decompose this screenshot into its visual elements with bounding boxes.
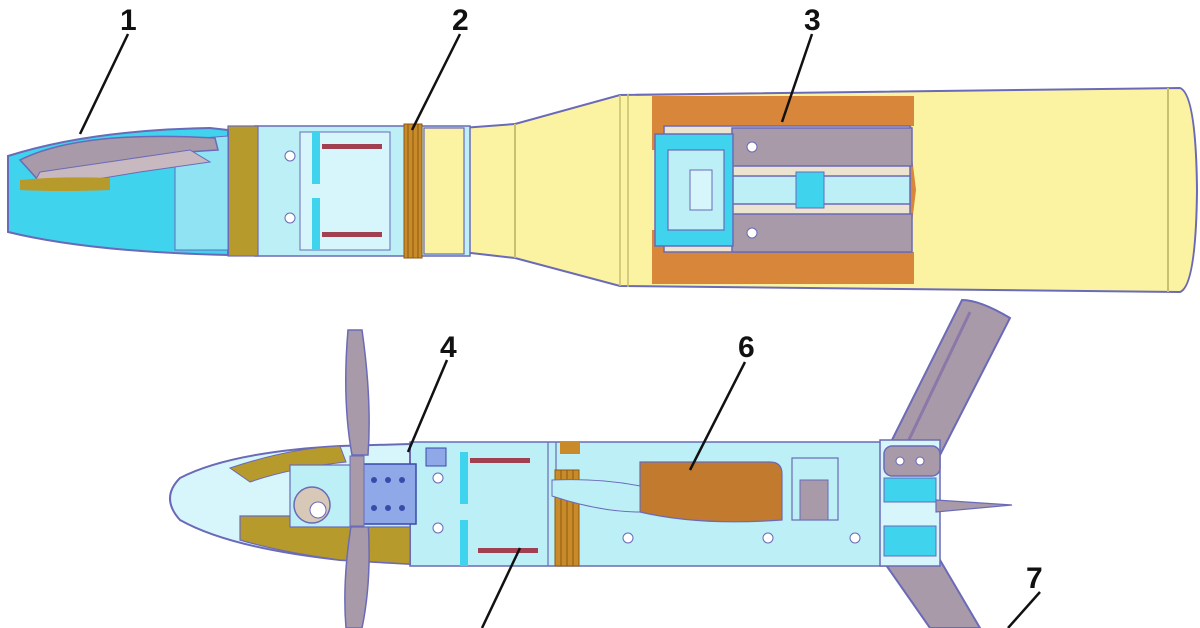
projectile-in-flight bbox=[169, 298, 1013, 628]
leader-6 bbox=[688, 361, 747, 471]
tail-fin-upper bbox=[886, 298, 1012, 457]
stowed-tail-unit bbox=[654, 127, 913, 253]
screw-top bbox=[284, 150, 296, 162]
projectile-nose bbox=[7, 125, 259, 257]
flight-screw-2 bbox=[432, 522, 444, 534]
tail-fin-lower bbox=[884, 558, 982, 628]
case-mouth-line bbox=[619, 94, 629, 287]
blue-strip-upper bbox=[312, 132, 320, 184]
flight-tail-block-inner bbox=[799, 479, 829, 521]
flight-screw-1 bbox=[432, 472, 444, 484]
servo-fitting bbox=[425, 447, 447, 467]
fin-hinge-pin-1 bbox=[895, 456, 905, 466]
flight-wing-slot-upper bbox=[470, 458, 530, 463]
label-1: 1 bbox=[120, 4, 137, 37]
label-3: 3 bbox=[804, 4, 821, 37]
tail-connector bbox=[795, 171, 825, 209]
leader-4 bbox=[406, 359, 449, 453]
projectile-body bbox=[254, 123, 471, 259]
leader-1 bbox=[78, 33, 130, 135]
tracer-spike bbox=[935, 499, 1013, 513]
flight-tail-cyan-upper bbox=[883, 477, 937, 503]
stowed-fin-upper bbox=[731, 127, 913, 167]
canard-servo bbox=[289, 447, 447, 528]
nose-ring bbox=[227, 125, 259, 257]
explosive-charge bbox=[639, 461, 783, 523]
flight-blue-strip-upper bbox=[460, 452, 468, 504]
flight-top-cap bbox=[560, 442, 580, 454]
gear-bolt-5 bbox=[385, 505, 391, 511]
label-7: 7 bbox=[1026, 562, 1043, 595]
screw-bottom bbox=[284, 212, 296, 224]
servo-shaft bbox=[349, 455, 365, 527]
wing-slot-upper bbox=[322, 144, 382, 149]
fin-pivot-upper bbox=[746, 141, 758, 153]
leader-3 bbox=[780, 33, 814, 123]
canard-fin-upper bbox=[345, 329, 370, 456]
flight-wing-slot-lower bbox=[478, 548, 538, 553]
flight-tail-cyan-lower bbox=[883, 525, 937, 557]
tail-hub-core bbox=[689, 169, 713, 211]
gear-bolt-1 bbox=[371, 477, 377, 483]
flight-screw-4 bbox=[762, 532, 774, 544]
tail-fin-upper-rib bbox=[903, 311, 972, 449]
servo-gearbox bbox=[361, 463, 417, 525]
label-6: 6 bbox=[738, 331, 755, 364]
flight-screw-3 bbox=[622, 532, 634, 544]
driving-band-grooves bbox=[407, 124, 419, 258]
gear-bolt-6 bbox=[399, 505, 405, 511]
wing-slot-lower bbox=[322, 232, 382, 237]
gear-bolt-4 bbox=[371, 505, 377, 511]
leader-2 bbox=[410, 33, 462, 131]
obturator bbox=[423, 127, 465, 255]
flight-nose-olive-upper bbox=[228, 445, 347, 483]
blue-strip-lower bbox=[312, 198, 320, 250]
fin-hinge-pin-2 bbox=[915, 456, 925, 466]
complete-round bbox=[7, 86, 1199, 294]
nose-brass-insert bbox=[20, 177, 110, 191]
fin-pivot-lower bbox=[746, 227, 758, 239]
gear-bolt-2 bbox=[385, 477, 391, 483]
explosive-liner bbox=[551, 479, 641, 513]
gear-bolt-3 bbox=[399, 477, 405, 483]
callout-leaders bbox=[78, 33, 1041, 628]
label-4: 4 bbox=[440, 331, 457, 364]
stowed-fin-lower bbox=[731, 213, 913, 253]
leader-5 bbox=[480, 547, 522, 628]
flight-screw-5 bbox=[849, 532, 861, 544]
servo-motor-hub bbox=[309, 501, 327, 519]
fin-hinge-block bbox=[883, 445, 941, 477]
label-2: 2 bbox=[452, 4, 469, 37]
charge-lower bbox=[652, 252, 914, 284]
leader-7 bbox=[1007, 591, 1041, 628]
canard-fin-lower bbox=[344, 519, 370, 628]
flight-blue-strip-lower bbox=[460, 520, 468, 566]
